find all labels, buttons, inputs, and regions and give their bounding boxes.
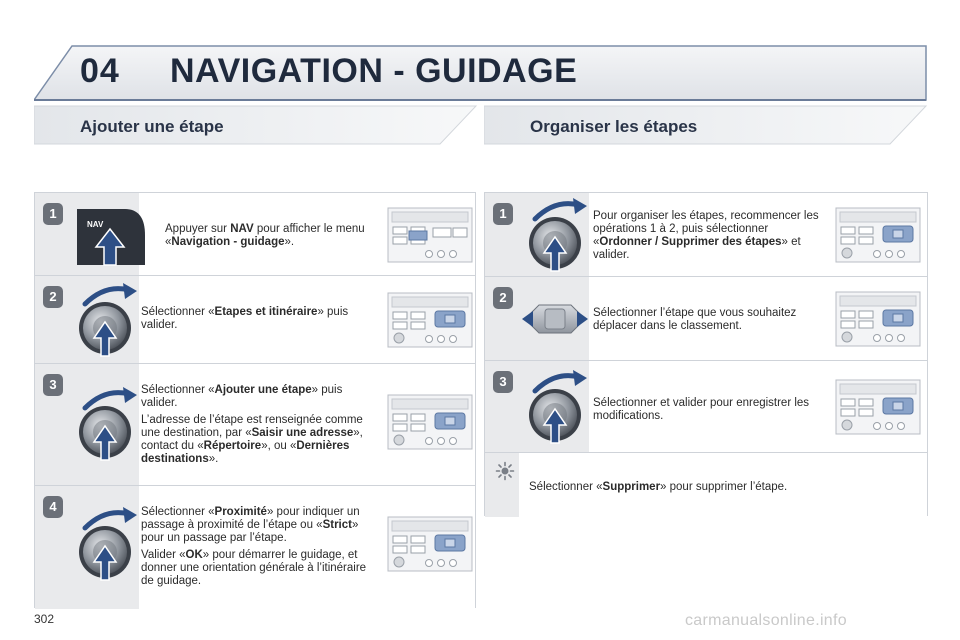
text-run: Valider « bbox=[141, 549, 186, 561]
left-step-3: 3 Sélectionner «Ajouter une étape» puis … bbox=[35, 364, 475, 486]
right-section-banner: Organiser les étapes bbox=[484, 104, 928, 146]
bold-term: Proximité bbox=[214, 506, 267, 518]
tip-sun-icon bbox=[495, 461, 515, 486]
radio-panel-thumbnail bbox=[835, 379, 921, 440]
step-instruction: Sélectionner l’étape que vous souhaitez … bbox=[593, 307, 828, 337]
text-run: ». bbox=[284, 236, 295, 248]
instruction-paragraph: Sélectionner et valider pour enregistrer… bbox=[593, 397, 823, 423]
right-banner-frame bbox=[484, 105, 928, 145]
chapter-header: 04 NAVIGATION - GUIDAGE bbox=[34, 44, 928, 102]
step-instruction: Pour organiser les étapes, recommencer l… bbox=[593, 210, 823, 266]
chapter-title: NAVIGATION - GUIDAGE bbox=[170, 52, 578, 90]
step-number-badge: 1 bbox=[493, 203, 513, 225]
left-step-4: 4 Sélectionner «Proximité» pour indiquer… bbox=[35, 486, 475, 609]
text-run: L’adresse de l’étape est renseignée comm… bbox=[141, 414, 363, 439]
radio-panel-thumbnail bbox=[387, 394, 473, 455]
nav-key-label: NAV bbox=[87, 220, 104, 229]
step-number-badge: 2 bbox=[493, 287, 513, 309]
left-section-banner: Ajouter une étape bbox=[34, 104, 478, 146]
right-section-title: Organiser les étapes bbox=[530, 117, 698, 136]
instruction-paragraph: Valider «OK» pour démarrer le guidage, e… bbox=[141, 549, 381, 588]
instruction-paragraph: Appuyer sur NAV pour afficher le menu «N… bbox=[165, 223, 380, 249]
rotary-knob-icon bbox=[525, 197, 593, 278]
text-run: » puis valider. bbox=[141, 306, 349, 331]
radio-panel-thumbnail bbox=[387, 207, 473, 268]
bold-term: Saisir une adresse bbox=[251, 427, 354, 439]
text-run: ». bbox=[208, 453, 219, 465]
chapter-number: 04 bbox=[80, 52, 120, 90]
step-instruction: Sélectionner «Proximité» pour indiquer u… bbox=[141, 506, 381, 592]
step-number-badge: 3 bbox=[43, 374, 63, 396]
bold-term: Ordonner / Supprimer des étapes bbox=[599, 236, 782, 248]
step-number-badge: 2 bbox=[43, 286, 63, 308]
text-run: Pour organiser les étapes, recommencer l… bbox=[593, 210, 819, 248]
text-run: » pour un passage par l’étape. bbox=[141, 519, 359, 544]
bold-term: Ajouter une étape bbox=[214, 384, 312, 396]
bold-term: Etapes et itinéraire bbox=[214, 306, 318, 318]
step-instruction: Sélectionner «Etapes et itinéraire» puis… bbox=[141, 306, 381, 336]
step-number-badge: 1 bbox=[43, 203, 63, 225]
text-run: », contact du « bbox=[141, 427, 363, 452]
instruction-paragraph: Sélectionner «Etapes et itinéraire» puis… bbox=[141, 306, 381, 332]
bold-term: Strict bbox=[322, 519, 352, 531]
instruction-paragraph: Sélectionner l’étape que vous souhaitez … bbox=[593, 307, 828, 333]
text-run: Sélectionner « bbox=[141, 384, 215, 396]
right-step-1: 1 Pour organiser les étapes, recommencer… bbox=[485, 193, 927, 277]
step-instruction: Appuyer sur NAV pour afficher le menu «N… bbox=[165, 223, 380, 253]
left-steps-panel: 1 NAV Appuyer sur NAV pour afficher le m… bbox=[34, 192, 476, 609]
text-run: Sélectionner « bbox=[141, 306, 215, 318]
text-run: Sélectionner « bbox=[141, 506, 215, 518]
rotary-knob-icon bbox=[525, 369, 593, 450]
rotary-knob-icon bbox=[75, 386, 143, 467]
text-run: Appuyer sur bbox=[165, 223, 231, 235]
right-steps-panel: 1 Pour organiser les étapes, recommencer… bbox=[484, 192, 928, 517]
instruction-paragraph: Sélectionner «Ajouter une étape» puis va… bbox=[141, 384, 381, 410]
instruction-paragraph: Pour organiser les étapes, recommencer l… bbox=[593, 210, 823, 262]
right-tip: Sélectionner «Supprimer» pour supprimer … bbox=[485, 453, 927, 517]
text-run: Sélectionner et valider pour enregistrer… bbox=[593, 397, 810, 422]
text-run: Sélectionner l’étape que vous souhaitez … bbox=[593, 307, 797, 332]
left-section-title: Ajouter une étape bbox=[80, 117, 224, 136]
radio-panel-thumbnail bbox=[835, 207, 921, 268]
step-number-badge: 3 bbox=[493, 371, 513, 393]
radio-panel-thumbnail bbox=[387, 292, 473, 353]
left-step-2: 2 Sélectionner «Etapes et itinéraire» pu… bbox=[35, 276, 475, 364]
text-run: » puis valider. bbox=[141, 384, 343, 409]
left-step-1: 1 NAV Appuyer sur NAV pour afficher le m… bbox=[35, 193, 475, 276]
right-step-2: 2 Sélectionner l’étape que vous souhaite… bbox=[485, 277, 927, 361]
instruction-paragraph: Sélectionner «Supprimer» pour supprimer … bbox=[529, 481, 909, 494]
bold-term: Navigation - guidage bbox=[171, 236, 285, 248]
radio-panel-thumbnail bbox=[835, 291, 921, 352]
rotary-knob-icon bbox=[75, 506, 143, 587]
instruction-paragraph: L’adresse de l’étape est renseignée comm… bbox=[141, 414, 381, 466]
page-number: 302 bbox=[34, 612, 55, 626]
step-number-badge: 4 bbox=[43, 496, 63, 518]
tip-band bbox=[485, 453, 519, 517]
text-run: Sélectionner « bbox=[529, 481, 603, 493]
radio-panel-thumbnail bbox=[387, 516, 473, 577]
four-way-pad-icon bbox=[519, 297, 591, 346]
bold-term: Dernières destinations bbox=[141, 440, 350, 465]
step-instruction: Sélectionner «Ajouter une étape» puis va… bbox=[141, 384, 381, 470]
text-run: » et valider. bbox=[593, 236, 801, 261]
instruction-paragraph: Sélectionner «Proximité» pour indiquer u… bbox=[141, 506, 381, 545]
rotary-knob-icon bbox=[75, 282, 143, 363]
text-run: » pour indiquer un passage à proximité d… bbox=[141, 506, 360, 531]
text-run: », ou « bbox=[261, 440, 297, 452]
watermark: carmanualsonline.info bbox=[685, 612, 847, 629]
bold-term: Répertoire bbox=[203, 440, 262, 452]
header-frame bbox=[34, 45, 927, 101]
right-step-3: 3 Sélectionner et valider pour enregistr… bbox=[485, 361, 927, 453]
bold-term: OK bbox=[185, 549, 203, 561]
nav-button-icon: NAV bbox=[75, 205, 147, 274]
left-banner-frame bbox=[34, 105, 478, 145]
tip-text: Sélectionner «Supprimer» pour supprimer … bbox=[529, 481, 909, 498]
bold-term: Supprimer bbox=[602, 481, 661, 493]
bold-term: NAV bbox=[230, 223, 254, 235]
step-instruction: Sélectionner et valider pour enregistrer… bbox=[593, 397, 823, 427]
text-run: » pour supprimer l’étape. bbox=[660, 481, 788, 493]
text-run: » pour démarrer le guidage, et donner un… bbox=[141, 549, 367, 587]
text-run: pour afficher le menu « bbox=[165, 223, 365, 248]
